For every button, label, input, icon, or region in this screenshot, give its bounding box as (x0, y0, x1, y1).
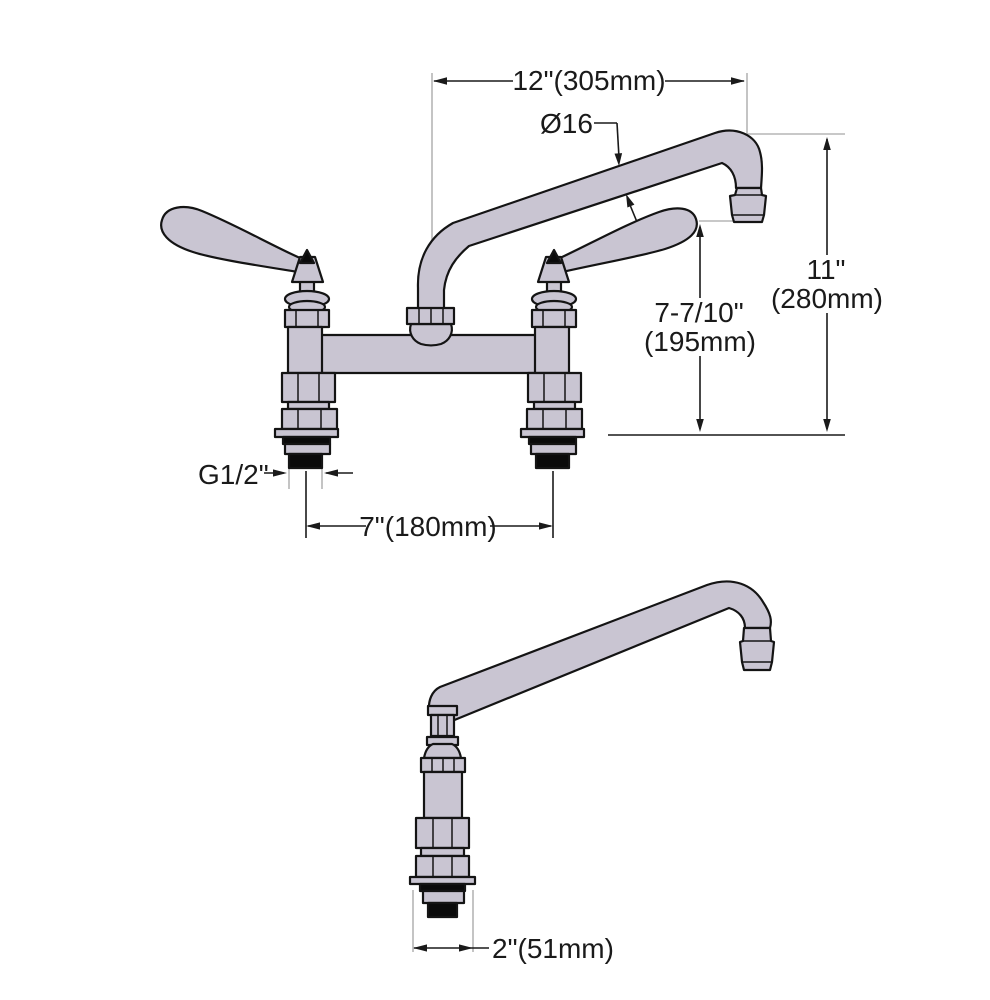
lock-nut (529, 442, 578, 456)
left-valve (273, 276, 340, 470)
lock-nut (283, 442, 332, 456)
dim-overall-height-label-in: 11" (806, 254, 845, 285)
hex-nut (280, 371, 337, 404)
collar-nut (283, 308, 331, 329)
arrowhead (731, 77, 745, 85)
right-handle-blade (558, 207, 698, 274)
hex-nut (526, 371, 583, 404)
swivel-collar (426, 704, 459, 717)
label-backdrop (803, 255, 849, 284)
dim-faucet-centers-label: 7"(180mm) (359, 511, 497, 542)
left-handle-blade (160, 205, 302, 274)
front-detail-lines (295, 194, 764, 428)
valve-body (533, 325, 571, 375)
label-backdrop (646, 327, 752, 356)
side-view (408, 580, 776, 919)
leader-diameter-lower (629, 204, 638, 223)
hex-nut (414, 816, 471, 850)
shank-thread (426, 901, 459, 919)
arrowheads (273, 77, 831, 952)
arrowhead (614, 153, 623, 166)
spout-ball-joint (409, 322, 453, 347)
arrowhead (696, 224, 704, 237)
dim-spout-diameter-label: Ø16 (540, 108, 593, 139)
leader-diameter-upper (616, 122, 620, 155)
swivel-body (429, 713, 456, 738)
arrowhead (823, 419, 831, 432)
label-backdrops (366, 62, 882, 540)
side-spout-nozzle (738, 626, 776, 672)
valve-body (422, 770, 464, 820)
hex-nut (525, 407, 584, 431)
spout-nozzle (728, 186, 768, 224)
side-detail-lines (431, 640, 772, 876)
arrowhead (273, 469, 287, 477)
dim-spout-reach-label: 12"(305mm) (512, 65, 665, 96)
hex-nut (414, 854, 471, 879)
deck-flange (273, 427, 340, 439)
spacer-band (419, 846, 466, 858)
arrowhead (433, 77, 447, 85)
arrowhead (306, 522, 320, 530)
arrowhead (539, 522, 553, 530)
deck-flange (519, 427, 586, 439)
dim-overall-height-label-mm: (280mm) (771, 283, 883, 314)
collar-nut (530, 308, 578, 329)
dim-flange-width-label: 2"(51mm) (492, 933, 614, 964)
neck-dome (422, 742, 463, 760)
arrowhead (696, 419, 704, 432)
dimension-labels: 12"(305mm) Ø16 11" (280mm) 7-7/10" (195m… (198, 65, 883, 964)
arrowhead (823, 137, 831, 150)
dim-spout-height-label-in: 7-7/10" (654, 297, 743, 328)
dim-inlet-thread-label: G1/2" (198, 459, 269, 490)
right-handle-index-tip (545, 248, 563, 265)
shank-thread (287, 452, 324, 470)
lock-nut (421, 889, 466, 905)
label-backdrop (770, 284, 882, 313)
dim-spout-height-label-mm: (195mm) (644, 326, 756, 357)
swing-spout (416, 129, 764, 312)
left-handle-index-tip (298, 248, 316, 265)
label-backdrop (513, 62, 665, 94)
shank-thread (534, 452, 571, 470)
label-backdrop (648, 298, 749, 327)
valve-body (286, 325, 324, 375)
hex-nut (280, 407, 339, 431)
arrowhead (626, 194, 635, 208)
label-backdrop (366, 510, 490, 540)
arrowhead (459, 944, 473, 952)
arrowhead (324, 469, 338, 477)
arrowhead (413, 944, 427, 952)
front-view (160, 129, 768, 470)
